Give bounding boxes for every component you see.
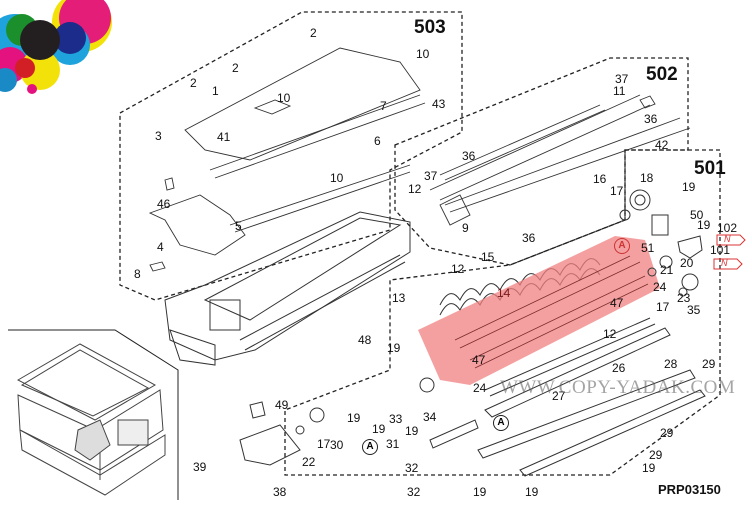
- part-number-label: 19: [642, 461, 656, 475]
- part-number-label: 36: [522, 231, 536, 245]
- copier-machine-illustration: [16, 343, 166, 496]
- part-number-label: 19: [525, 485, 539, 499]
- part-number-label: 10: [330, 171, 344, 185]
- part-number-label: 19: [347, 411, 361, 425]
- group-label-503: 503: [414, 17, 446, 38]
- part-number-label: 5: [235, 219, 242, 233]
- part-number-label: 16: [593, 172, 607, 186]
- part-number-label: 29: [649, 448, 663, 462]
- part-number-label: 17: [317, 437, 331, 451]
- part-number-label: 10: [277, 91, 291, 105]
- part-number-label: 42: [655, 138, 669, 152]
- group-503-parts: [148, 47, 426, 272]
- reference-marker-a: A: [614, 238, 630, 254]
- part-number-label: 50: [690, 208, 704, 222]
- drawing-code: PRP03150: [658, 482, 721, 497]
- reference-marker-a: A: [493, 415, 509, 431]
- part-number-label: 32: [407, 485, 421, 499]
- part-number-label: 36: [644, 112, 658, 126]
- watermark-text: WWW.COPY-YADAK.COM: [500, 377, 736, 398]
- part-number-label: 17: [610, 184, 624, 198]
- part-number-label: 26: [612, 361, 626, 375]
- cmyk-logo: [0, 0, 112, 94]
- part-number-label: 8: [134, 267, 141, 281]
- part-number-label: 39: [193, 460, 207, 474]
- part-number-label: 10: [416, 47, 430, 61]
- part-number-label: 12: [451, 262, 465, 276]
- part-number-label: 47: [610, 296, 624, 310]
- part-number-label: 24: [473, 381, 487, 395]
- part-number-label: 13: [392, 291, 406, 305]
- part-number-label: 20: [680, 256, 694, 270]
- part-number-label: 18: [640, 171, 654, 185]
- part-number-label: 7: [380, 99, 387, 113]
- part-number-label: 23: [677, 291, 691, 305]
- part-number-label: 19: [387, 341, 401, 355]
- lower-parts: [239, 317, 706, 477]
- part-number-label: 102: [717, 221, 738, 235]
- group-502-boundary: [394, 57, 689, 266]
- part-number-label: 36: [462, 149, 476, 163]
- part-number-label: 47: [472, 353, 486, 367]
- part-number-label: 14: [497, 286, 511, 300]
- part-number-label: 49: [275, 398, 289, 412]
- scanner-frame: [164, 211, 411, 366]
- new-part-badge: N: [716, 233, 746, 246]
- reference-marker-a: A: [362, 439, 378, 455]
- part-number-label: 11: [613, 84, 626, 98]
- group-label-502: 502: [646, 64, 678, 85]
- part-number-label: 21: [660, 263, 674, 277]
- part-number-label: 37: [424, 169, 438, 183]
- part-number-label: 2: [232, 61, 239, 75]
- part-number-label: 2: [190, 76, 197, 90]
- part-number-label: 12: [408, 182, 422, 196]
- part-number-label: 29: [702, 357, 716, 371]
- part-number-label: 19: [682, 180, 696, 194]
- part-number-label: 27: [552, 389, 566, 403]
- part-number-label: 1: [212, 84, 219, 98]
- group-502-parts: [429, 94, 691, 226]
- part-number-label: 19: [372, 422, 386, 436]
- part-number-label: 33: [389, 412, 403, 426]
- part-number-label: 31: [386, 437, 400, 451]
- part-number-label: 43: [432, 97, 446, 111]
- developer-assembly-lines: [454, 255, 649, 369]
- part-number-label: 41: [217, 130, 231, 144]
- part-number-label: 24: [653, 280, 667, 294]
- part-number-label: 19: [405, 424, 419, 438]
- part-number-label: 6: [374, 134, 381, 148]
- part-number-label: 28: [664, 357, 678, 371]
- part-number-label: 4: [157, 240, 164, 254]
- part-number-label: 48: [358, 333, 372, 347]
- part-number-label: 38: [273, 485, 287, 499]
- part-number-label: 34: [423, 410, 437, 424]
- group-label-501: 501: [694, 158, 726, 179]
- part-number-label: 19: [697, 218, 711, 232]
- part-number-label: 17: [656, 300, 670, 314]
- part-number-label: 51: [641, 241, 655, 255]
- part-number-label: 29: [660, 426, 674, 440]
- part-number-label: 46: [157, 197, 171, 211]
- new-badge-text: N: [721, 258, 728, 268]
- part-number-label: 101: [710, 243, 731, 257]
- part-number-label: 22: [302, 455, 316, 469]
- drive-gears: [619, 189, 703, 297]
- part-number-label: 30: [330, 438, 344, 452]
- part-number-label: 37: [615, 72, 629, 86]
- part-number-label: 15: [481, 250, 495, 264]
- part-number-label: 12: [603, 327, 617, 341]
- new-part-badge: N: [713, 257, 743, 270]
- part-number-label: 9: [462, 221, 469, 235]
- group-503-boundary: [119, 11, 463, 301]
- part-number-label: 19: [473, 485, 487, 499]
- new-badge-text: N: [724, 234, 731, 244]
- part-number-label: 32: [405, 461, 419, 475]
- part-number-label: 3: [155, 129, 162, 143]
- part-number-label: 2: [310, 26, 317, 40]
- inset-border: [8, 329, 179, 500]
- part-number-label: 35: [687, 303, 701, 317]
